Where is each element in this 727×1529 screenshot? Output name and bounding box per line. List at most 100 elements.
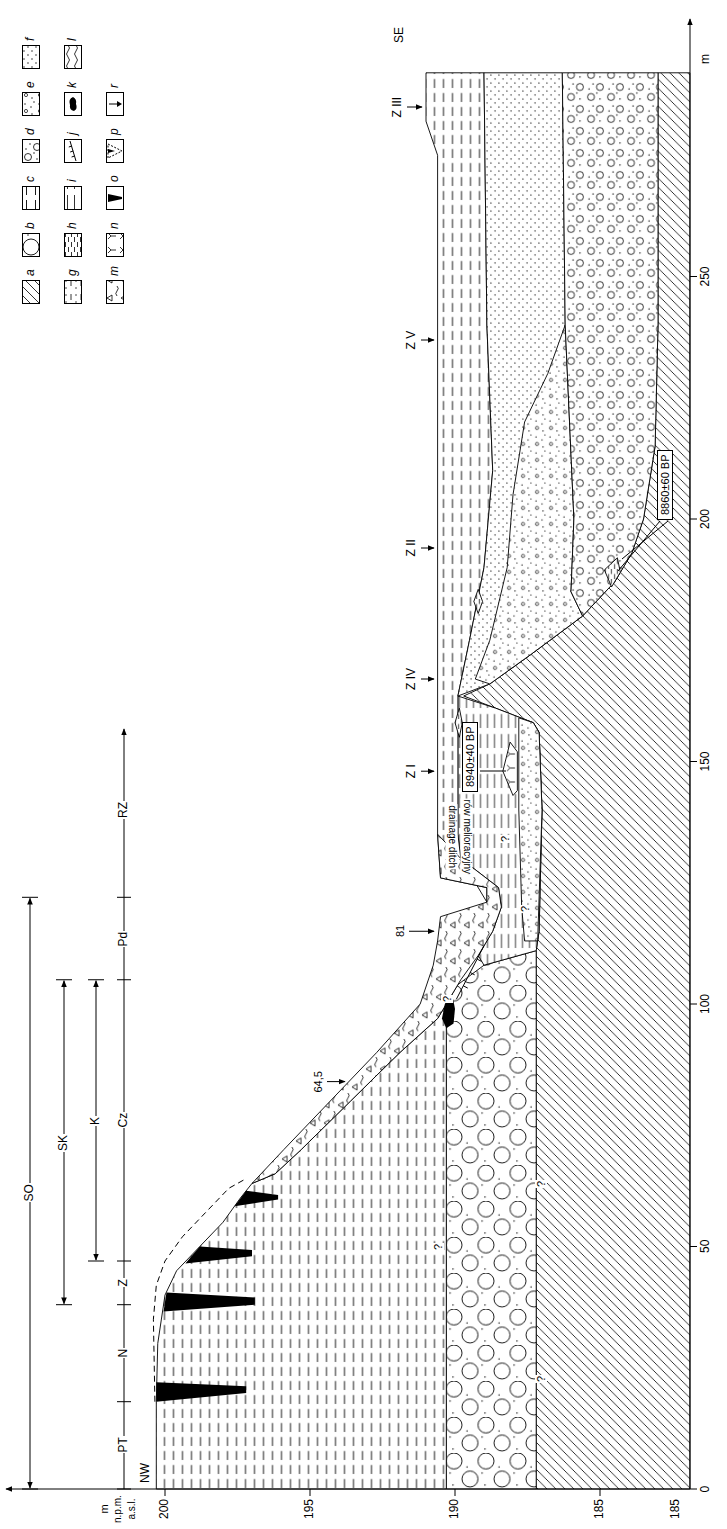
ditch-label: drainage ditch <box>446 805 458 870</box>
gravel-layer <box>446 951 536 1489</box>
date-leader <box>480 771 506 772</box>
elevation-axis <box>6 1489 690 1490</box>
date-box: 8860±60 BP <box>657 450 674 520</box>
site-label: Z V <box>405 330 419 351</box>
legend-swatch <box>22 139 40 163</box>
legend-swatch <box>22 186 40 210</box>
legend-letter: r <box>108 84 122 88</box>
date-text: 8940±40 BP <box>464 727 477 787</box>
legend-letter: f <box>24 38 38 41</box>
date-text: 8860±60 BP <box>659 455 672 515</box>
legend-swatch <box>106 186 124 210</box>
uncertain-mark: ? <box>519 905 532 913</box>
legend-letter: k <box>66 82 80 88</box>
legend-item: i <box>64 179 82 210</box>
axis-ticks <box>165 277 697 1497</box>
legend-swatch <box>22 92 40 116</box>
callout-number: 81 <box>394 924 407 938</box>
sandy-gravel-layer <box>562 73 658 616</box>
legend-item: g <box>64 269 82 304</box>
legend-item: f <box>22 38 40 69</box>
zone-tick <box>117 897 131 1489</box>
legend-swatch <box>64 186 82 210</box>
elevation-tick: 200 <box>158 1498 172 1520</box>
legend-letter: o <box>108 175 122 182</box>
erosion-surface <box>456 946 484 999</box>
legend-swatch <box>64 45 82 69</box>
legend-letter: p <box>108 128 122 135</box>
elevation-tick: 190 <box>448 1498 462 1520</box>
legend-swatch <box>22 233 40 257</box>
former-surface <box>153 1179 246 1402</box>
bracket-label: SO <box>23 1183 37 1202</box>
ice-wedge-cast <box>235 1191 279 1207</box>
axis-unit: a.s.l. <box>126 1497 138 1520</box>
zone-label: Cz <box>117 1112 131 1129</box>
site-arrow <box>421 771 434 772</box>
legend-letter: m <box>108 266 122 276</box>
legend-letter: d <box>24 128 38 135</box>
gravelly-sand-layer <box>519 718 542 941</box>
legend-swatch <box>22 45 40 69</box>
legend-item: r <box>106 84 124 116</box>
legend-letter: l <box>66 38 80 41</box>
date-box: 8940±40 BP <box>462 722 479 792</box>
site-label: Z III <box>391 96 405 119</box>
peat-lens <box>503 742 518 795</box>
legend-letter: a <box>24 269 38 276</box>
legend-letter: h <box>66 222 80 229</box>
distance-axis <box>690 19 691 1489</box>
site-label: Z IV <box>405 667 419 691</box>
site-label: Z I <box>405 763 419 779</box>
zone-label: PT <box>117 1436 131 1453</box>
uncertain-mark: ? <box>432 1243 445 1251</box>
legend-swatch <box>106 139 124 163</box>
legend-swatch <box>64 280 82 304</box>
direction-label: NW <box>139 1462 153 1484</box>
legend-swatch <box>64 92 82 116</box>
distance-tick: 0 <box>699 1485 713 1494</box>
date-leader <box>618 521 668 571</box>
legend-item: c <box>22 176 40 210</box>
silt-layer <box>156 1004 446 1489</box>
site-arrow <box>421 548 434 549</box>
gravelly-sand-layer <box>475 325 582 684</box>
legend-letter: b <box>24 222 38 229</box>
uncertain-mark: ? <box>535 1180 548 1188</box>
axis-unit: n.p.m. <box>112 1494 124 1524</box>
legend-item: h <box>64 222 82 257</box>
annotations <box>6 19 697 1496</box>
distance-tick: 250 <box>699 265 713 287</box>
bracket-label: SK <box>57 1134 71 1152</box>
legend-letter: c <box>24 176 38 182</box>
site-arrow <box>421 679 434 680</box>
uncertain-mark: ? <box>535 1375 548 1383</box>
legend-swatch <box>106 280 124 304</box>
dimension-tick <box>88 980 104 1261</box>
axis-unit: m <box>98 1503 111 1514</box>
zone-label: RZ <box>117 801 131 819</box>
legend-swatch <box>64 139 82 163</box>
legend-item: l <box>64 38 82 69</box>
zone-line <box>124 897 125 1489</box>
legend-swatch <box>106 233 124 257</box>
legend-letter: g <box>66 269 80 276</box>
legend-swatch <box>64 233 82 257</box>
dimension-tick <box>22 897 38 1489</box>
site-arrow <box>421 340 434 341</box>
geology <box>156 73 690 1489</box>
distance-tick: 50 <box>699 1239 713 1254</box>
legend-item: n <box>106 222 124 257</box>
legend-item: j <box>64 132 82 163</box>
legend-item: k <box>64 82 82 116</box>
ice-wedge-cast <box>185 1247 252 1264</box>
uncertain-mark: ? <box>441 995 454 1003</box>
zone-label: N <box>117 1348 131 1359</box>
zone-label: Pd <box>117 931 131 948</box>
elevation-tick: 185 <box>593 1498 607 1520</box>
colluvium-layer <box>252 834 501 1183</box>
legend-item: e <box>22 81 40 116</box>
legend-swatch <box>22 280 40 304</box>
